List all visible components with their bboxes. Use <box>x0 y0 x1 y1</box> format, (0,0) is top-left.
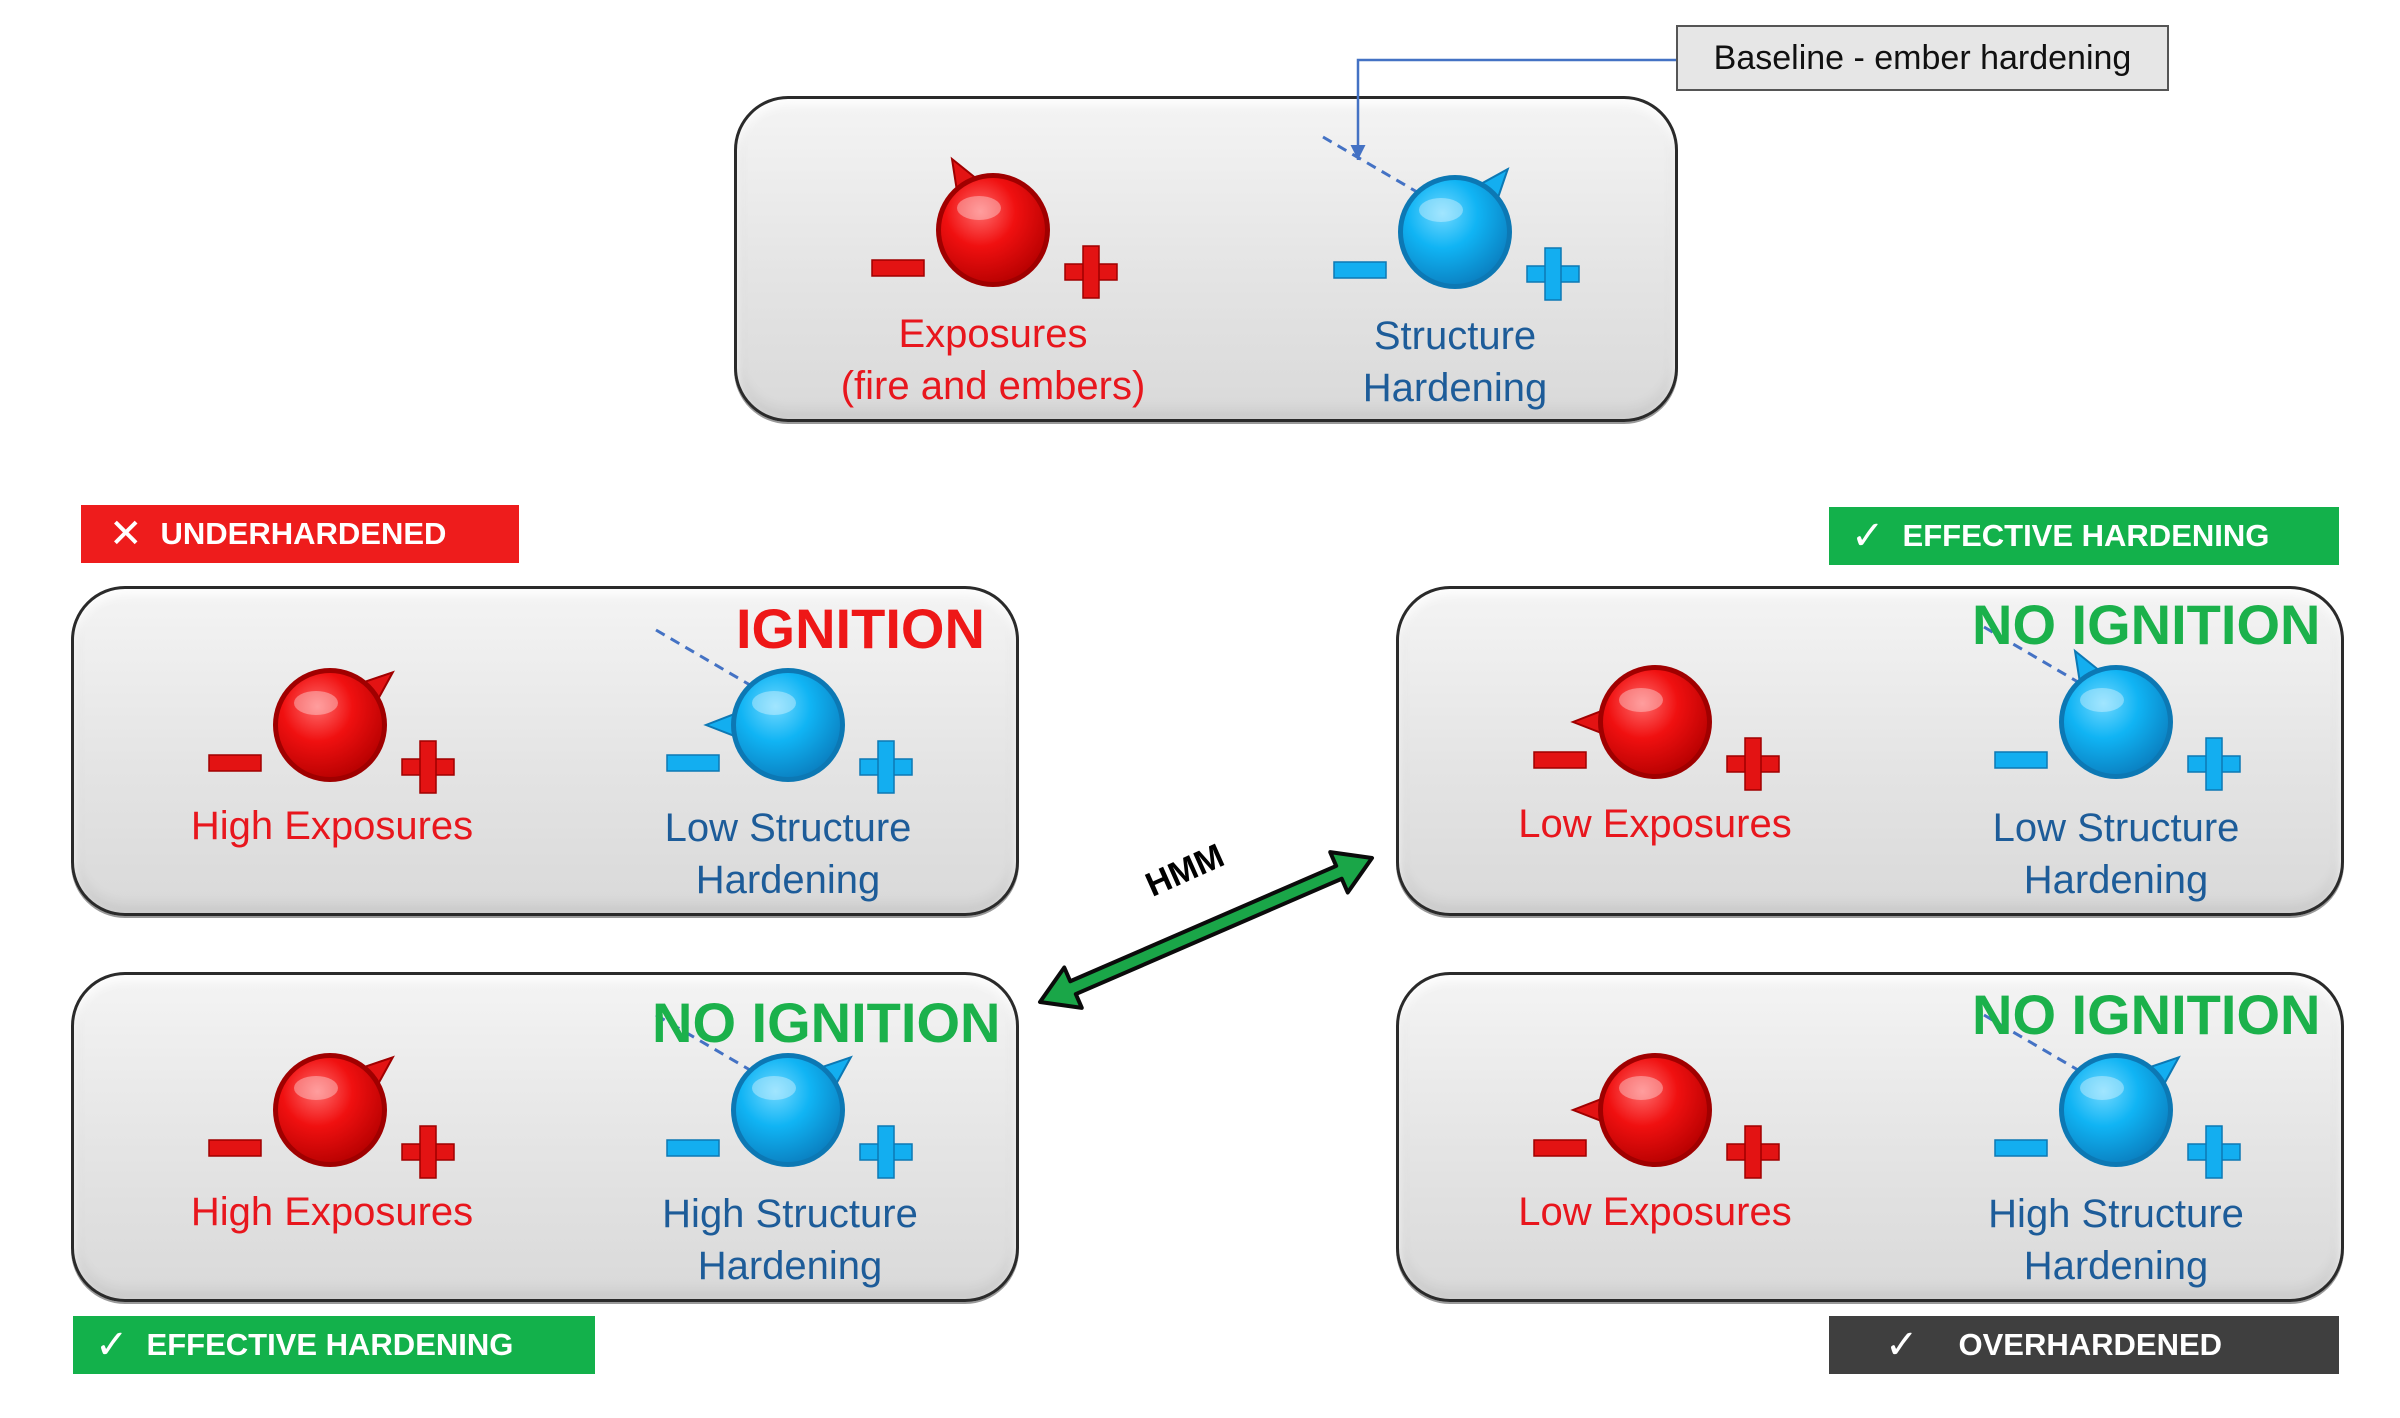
checkmark-icon: ✓ <box>1885 1323 1919 1367</box>
low-exposures-label: Low Exposures <box>1518 802 1792 846</box>
tr-exposure-dial <box>1533 665 1780 791</box>
ignition-status: IGNITION <box>736 597 985 660</box>
plus-icon <box>401 1125 455 1179</box>
plus-icon <box>1064 245 1118 299</box>
dial-knob <box>1603 670 1707 774</box>
dial-knob <box>736 673 840 777</box>
checkmark-icon: ✓ <box>1851 514 1885 558</box>
callout-connector <box>1350 58 1676 160</box>
bl-exposure-dial <box>208 1053 455 1179</box>
minus-icon <box>1533 1139 1587 1157</box>
checkmark-icon: ✓ <box>95 1323 129 1367</box>
minus-icon <box>1533 751 1587 769</box>
dial-knob <box>2064 670 2168 774</box>
effective-hardening-badge: ✓ EFFECTIVE HARDENING <box>73 1316 595 1374</box>
baseline-structure-dial <box>1322 135 1580 301</box>
baseline-guide-line <box>1983 625 2079 684</box>
tl-structure-dial <box>655 628 913 794</box>
baseline-panel <box>734 96 1678 422</box>
minus-icon <box>871 259 925 277</box>
minus-icon <box>208 754 262 772</box>
high-exposures-label: High Exposures <box>190 1190 474 1234</box>
no-ignition-status: NO IGNITION <box>652 991 1001 1054</box>
baseline-callout: Baseline - ember hardening <box>1676 25 2169 91</box>
minus-icon <box>666 1139 720 1157</box>
low-exposures-label: Low Exposures <box>1518 1190 1792 1234</box>
panel-bottom-left <box>71 972 1019 1302</box>
dial-knob <box>1403 180 1507 284</box>
no-ignition-status: NO IGNITION <box>1972 593 2321 656</box>
high-exposures-label: High Exposures <box>190 804 474 848</box>
no-ignition-status: NO IGNITION <box>1972 983 2321 1046</box>
baseline-exposure-dial <box>871 156 1118 299</box>
baseline-guide-line <box>1322 135 1418 194</box>
effective-hardening-badge: ✓ EFFECTIVE HARDENING <box>1829 507 2339 565</box>
baseline-guide-line <box>1983 1013 2079 1072</box>
baseline-guide-line <box>655 628 751 687</box>
br-structure-dial <box>1983 1013 2241 1179</box>
minus-icon <box>1994 751 2048 769</box>
x-icon: ✕ <box>109 512 143 556</box>
underhardened-badge: ✕ UNDERHARDENED <box>81 505 519 563</box>
dial-knob <box>2064 1058 2168 1162</box>
plus-icon <box>1726 1125 1780 1179</box>
plus-icon <box>2187 737 2241 791</box>
tl-exposure-dial <box>208 668 455 794</box>
minus-icon <box>1994 1139 2048 1157</box>
plus-icon <box>859 1125 913 1179</box>
br-exposure-dial <box>1533 1053 1780 1179</box>
panel-top-left <box>71 586 1019 916</box>
minus-icon <box>666 754 720 772</box>
overhardened-badge: ✓ OVERHARDENED <box>1829 1316 2339 1374</box>
dial-knob <box>736 1058 840 1162</box>
baseline-guide-line <box>655 1013 751 1072</box>
dial-knob <box>278 1058 382 1162</box>
dial-knob <box>1603 1058 1707 1162</box>
bl-structure-dial <box>655 1013 913 1179</box>
plus-icon <box>1726 737 1780 791</box>
dial-knob <box>941 178 1045 282</box>
baseline-exposure-label: Exposures(fire and embers) <box>840 312 1146 408</box>
hmm-double-arrow <box>1038 850 1374 1010</box>
plus-icon <box>1526 247 1580 301</box>
dial-knob <box>278 673 382 777</box>
plus-icon <box>859 740 913 794</box>
panel-bottom-right <box>1396 972 2344 1302</box>
plus-icon <box>2187 1125 2241 1179</box>
minus-icon <box>208 1139 262 1157</box>
minus-icon <box>1333 261 1387 279</box>
tr-structure-dial <box>1983 625 2241 791</box>
panel-top-right <box>1396 586 2344 916</box>
plus-icon <box>401 740 455 794</box>
